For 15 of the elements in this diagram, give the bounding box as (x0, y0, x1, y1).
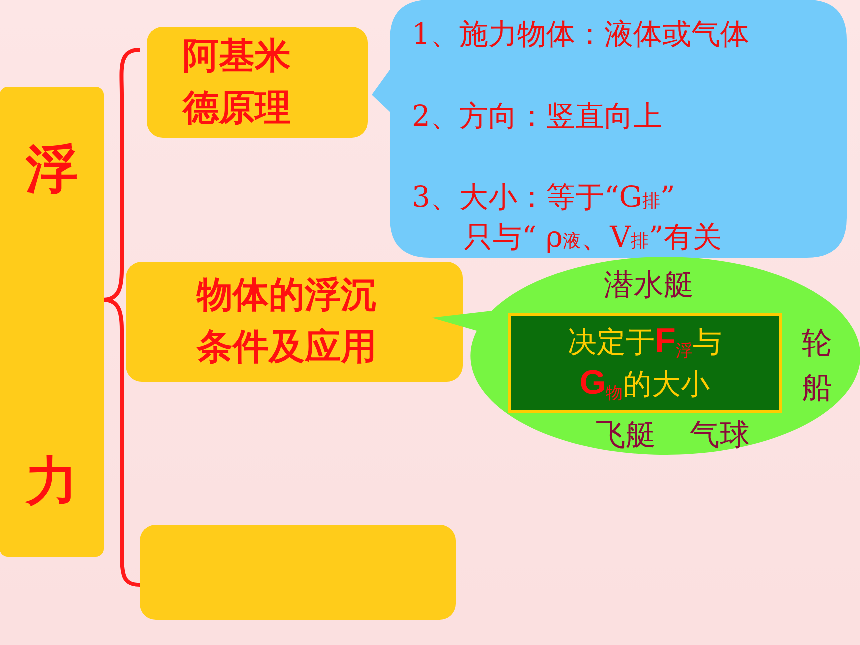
condition-text: 决定于F$_{浮}$与G$_{物}$的大小 (567, 321, 723, 405)
example-text: 轮船 (802, 325, 832, 408)
property-item: 2、方向：竖直向上 (412, 98, 662, 135)
text-panel (508, 313, 782, 413)
concept-box (126, 262, 463, 382)
concept-title: 阿基米德原理 (183, 35, 292, 132)
empty-box (140, 525, 456, 620)
example-text: 气球 (690, 417, 750, 455)
concept-box (147, 27, 368, 138)
example-text: 潜水艇 (604, 267, 694, 305)
concept-title: 物体的浮沉条件及应用 (197, 274, 378, 370)
topic-box (0, 87, 104, 557)
property-item: 1、施力物体：液体或气体 (412, 16, 750, 53)
example-text: 飞艇 (596, 417, 656, 455)
topic-title: 浮力 (26, 139, 78, 514)
